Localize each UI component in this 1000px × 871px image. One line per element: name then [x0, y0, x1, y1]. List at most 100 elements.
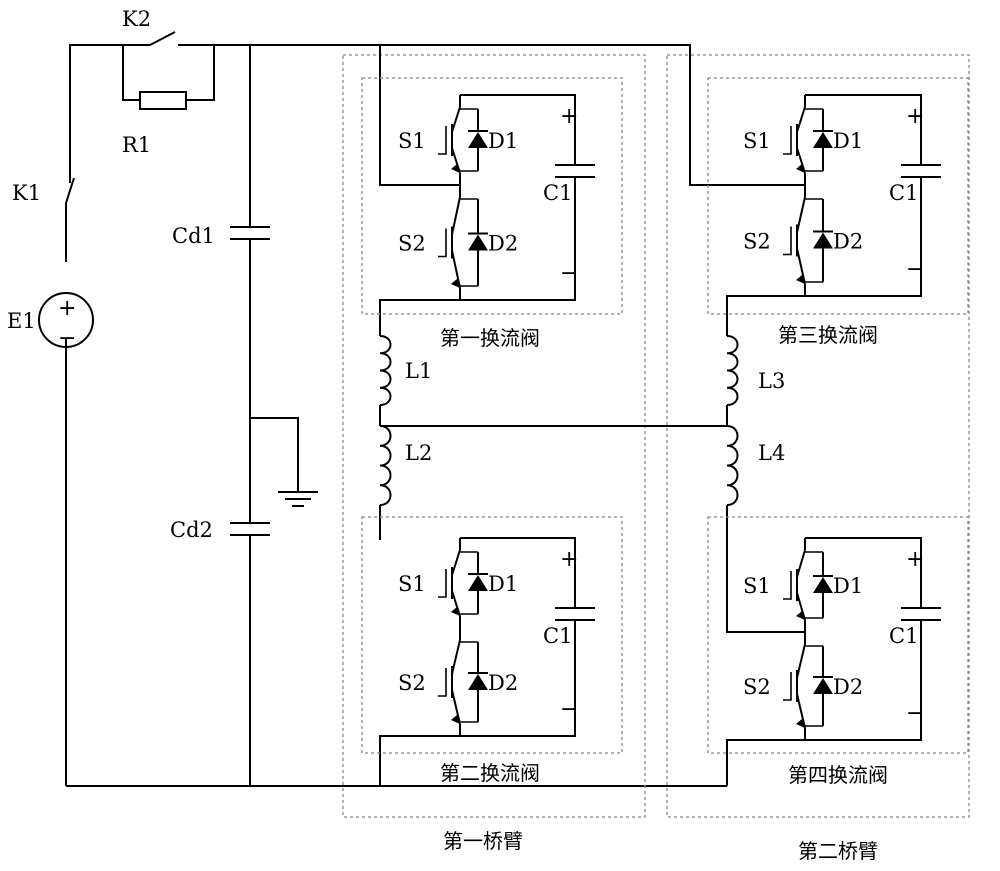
valve-4-s2-collector	[796, 643, 806, 679]
valve-4-s1-gate	[783, 571, 792, 600]
valve-1-bottom-rail	[460, 177, 576, 301]
valve-1-s1-gate	[438, 126, 447, 155]
valve-2-d1-frame	[460, 551, 478, 615]
ground-icon	[278, 491, 318, 507]
valve-3-label: 第三换流阀	[778, 323, 878, 347]
bridge-arm-1-label: 第一桥臂	[443, 829, 523, 853]
valve-2-s2-emitter	[451, 689, 461, 725]
valve-4-s1-collector	[796, 549, 806, 578]
valve-1-d2-triangle	[468, 234, 488, 251]
valve-3-d1-frame	[805, 108, 823, 172]
valve-4-d1-label: D1	[833, 574, 863, 598]
valve-3-s2-collector	[796, 196, 806, 233]
valve-1-s1-label: S1	[398, 129, 426, 153]
valve-4-d1-triangle	[813, 577, 833, 593]
cd1-label: Cd1	[172, 224, 215, 248]
valve-1-d1-frame	[460, 108, 478, 172]
valve-3-s1-emitter	[796, 147, 806, 174]
l4-label: L4	[758, 441, 785, 465]
valve-3-d1-label: D1	[833, 129, 863, 153]
valve-3-s1-label: S1	[743, 129, 771, 153]
e1-plus-label: +	[58, 296, 76, 321]
valve-2-c1-label: C1	[543, 624, 572, 648]
valve-4-s2-emitter	[796, 693, 806, 729]
valve-1-minus-label: −	[560, 261, 578, 286]
valve-3-bottom-rail	[805, 177, 922, 297]
l1-inductor-symbol	[379, 335, 392, 406]
valve-3-s2-gate	[783, 226, 792, 256]
valve-4-s2-gate	[783, 672, 792, 701]
valve-3-s2-emitter-arrow	[796, 275, 805, 284]
valve-3-minus-label: −	[906, 257, 924, 282]
valve-3-d1-triangle	[813, 132, 833, 148]
valve-4-d2-triangle	[813, 678, 833, 694]
valve-4-label: 第四换流阀	[788, 763, 888, 787]
valve-1-d1-label: D1	[488, 129, 518, 153]
valve-1-s2-collector	[451, 196, 461, 235]
bridge-arm-2-label: 第二桥臂	[798, 839, 878, 863]
valve-2-plus-label: +	[560, 547, 578, 572]
valve-1-module-box	[361, 77, 623, 315]
valve-3-plus-label: +	[906, 104, 924, 129]
bridge-arm-1-box	[342, 54, 646, 818]
valve-4-s1-emitter	[796, 592, 806, 621]
valve-4-s1-emitter-arrow	[796, 611, 805, 620]
valve-3-s1-emitter-arrow	[796, 164, 805, 173]
valve-2-s1-collector	[451, 549, 461, 576]
valve-2-s1-gate	[438, 569, 447, 598]
valve-3-c1-label: C1	[889, 181, 918, 205]
valve-1-s1-emitter	[451, 147, 461, 174]
valve-2-s2-gate	[438, 668, 447, 697]
valve-3-top-rail	[805, 94, 922, 165]
valve-4-bottom-rail	[805, 620, 922, 741]
valve-2-d1-label: D1	[488, 572, 518, 596]
valve-3-module-box	[707, 77, 969, 315]
valve-1-label: 第一换流阀	[440, 326, 540, 350]
ground-wire	[250, 417, 299, 492]
k1-switch-symbol	[65, 177, 75, 204]
lower-valve-return-wires	[379, 735, 805, 786]
k1-label: K1	[12, 181, 41, 205]
valve-1-d2-label: D2	[488, 232, 518, 256]
valve-4-s2-emitter-arrow	[796, 719, 805, 728]
r1-resistor-symbol	[139, 91, 187, 110]
valve-1-s2-gate	[438, 228, 447, 258]
left-bus-wire	[65, 44, 123, 786]
cd2-label: Cd2	[170, 518, 213, 542]
l1-label: L1	[405, 359, 432, 383]
k2-label: K2	[122, 7, 151, 31]
valve-4-s2-label: S2	[743, 675, 771, 699]
valve-3-d2-triangle	[813, 232, 833, 249]
valve-2-label: 第二换流阀	[440, 761, 540, 785]
valve-3-s1-gate	[783, 126, 792, 155]
valve-2-d1-triangle	[468, 575, 488, 591]
valve-4-d2-frame	[805, 645, 823, 727]
valve-4-c1-label: C1	[889, 624, 918, 648]
valve-1-top-rail	[460, 94, 576, 165]
valve-1-d1-triangle	[468, 132, 488, 148]
valve-2-minus-label: −	[560, 697, 578, 722]
l4-inductor-symbol	[726, 425, 739, 506]
valve-1-s2-emitter	[451, 250, 461, 289]
l3-label: L3	[758, 369, 785, 393]
valve-2-s2-label: S2	[398, 671, 426, 695]
valve-4-d1-frame	[805, 551, 823, 619]
e1-source-symbol	[38, 292, 94, 348]
valve-2-d2-label: D2	[488, 671, 518, 695]
k2-r1-network	[122, 44, 380, 101]
valve-2-d2-frame	[460, 641, 478, 723]
e1-minus-label: −	[58, 326, 76, 351]
valve-4-top-rail	[805, 537, 922, 608]
valve-1-d2-frame	[460, 198, 478, 287]
valve-2-s1-emitter-arrow	[451, 607, 460, 616]
valve-2-s1-emitter	[451, 590, 461, 617]
valve-1-s2-label: S2	[398, 232, 426, 256]
e1-label: E1	[7, 309, 36, 333]
valve-1-s1-collector	[451, 106, 461, 133]
